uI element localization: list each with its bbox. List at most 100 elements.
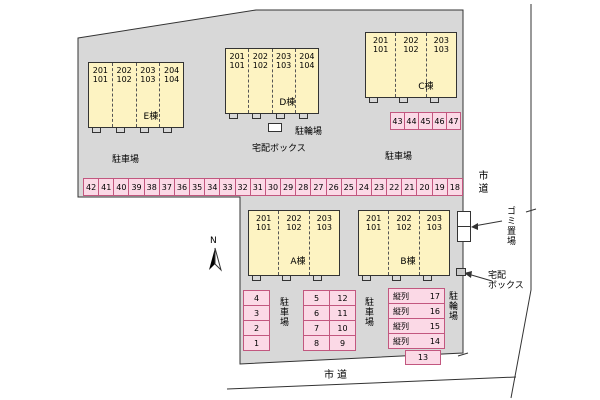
delivery-box-label-upper: 宅配ボックス: [252, 144, 306, 154]
tandem-parking-space: 縦列 15: [388, 318, 445, 334]
parking-space: 2: [243, 320, 270, 336]
parking-space: 5: [303, 290, 330, 306]
entrance-mark: [399, 97, 409, 103]
unit: 202 102: [111, 63, 136, 133]
parking-space: 23: [370, 178, 388, 196]
unit-number-2f: 201: [366, 214, 382, 223]
building-c: 201 101 202 102 203 103 C棟: [365, 32, 457, 103]
unit: 203 103: [271, 49, 295, 119]
parking-space: 1: [243, 335, 270, 351]
parking-col-1-4: 4 3 2 1: [243, 290, 270, 351]
tandem-label: 縦列: [393, 306, 409, 316]
unit-number-1f: 104: [299, 61, 315, 70]
parking-space: 34: [204, 178, 221, 196]
parking-space: 39: [128, 178, 145, 196]
garbage-area-icon: [457, 226, 471, 242]
unit: 201 101: [366, 33, 395, 103]
building-label: C棟: [418, 82, 434, 92]
unit-number-1f: 102: [116, 75, 132, 84]
garbage-leader-line: [473, 220, 503, 227]
parking-space: 29: [280, 178, 297, 196]
entrance-mark: [282, 275, 292, 281]
parking-grid-row: 7 10: [303, 320, 356, 336]
unit-number-1f: 101: [373, 45, 389, 54]
survey-tick: [457, 352, 469, 357]
delivery-box-icon: [268, 123, 282, 132]
parking-space: 9: [329, 335, 356, 351]
parking-space: 19: [431, 178, 448, 196]
tandem-label: 縦列: [393, 321, 409, 331]
parking-space: 28: [295, 178, 312, 196]
parking-grid-5-12: 5 12 6 11 7 10 8 9: [303, 290, 356, 351]
tandem-number: 14: [429, 336, 440, 346]
entrance-mark: [252, 275, 261, 281]
tandem-parking-space: 縦列 14: [388, 333, 445, 349]
parking-space: 22: [386, 178, 403, 196]
entrance-mark: [298, 113, 308, 119]
building-label: D棟: [279, 98, 296, 108]
parking-label-lower-left: 駐車場: [278, 297, 288, 327]
parking-tandem-rows: 縦列 17 縦列 16 縦列 15 縦列 14: [388, 288, 445, 349]
unit-number-1f: 104: [163, 75, 180, 84]
building-d: 201 101 202 102 203 103 204 104 D棟: [225, 48, 319, 119]
unit-number-2f: 202: [403, 36, 419, 45]
delivery-leader-arrowhead: [464, 271, 472, 278]
parking-space: 26: [325, 178, 342, 196]
entrance-mark: [422, 275, 432, 281]
entrance-mark: [312, 275, 322, 281]
parking-space: 44: [404, 112, 419, 130]
parking-space: 21: [401, 178, 418, 196]
parking-space: 7: [303, 320, 330, 336]
parking-space-13: 13: [405, 350, 441, 365]
building-label: B棟: [400, 257, 416, 267]
parking-space: 8: [303, 335, 330, 351]
unit: 203 103: [308, 211, 339, 281]
unit: 201 101: [89, 63, 112, 133]
tandem-parking-space: 縦列 17: [388, 288, 445, 304]
road-right-outer-line: [510, 4, 532, 399]
parking-space: 27: [310, 178, 327, 196]
entrance-mark: [362, 275, 371, 281]
parking-space: 24: [355, 178, 372, 196]
tandem-parking-space: 縦列 16: [388, 303, 445, 319]
road-label-right: 市道: [476, 170, 487, 196]
compass-north-label: N: [210, 236, 217, 246]
entrance-mark: [429, 97, 439, 103]
unit-number-1f: 103: [316, 223, 332, 232]
building-label: A棟: [290, 257, 306, 267]
parking-label-upper-right: 駐車場: [385, 152, 413, 162]
road-bottom-outer-line: [226, 376, 517, 390]
entrance-mark: [115, 127, 125, 133]
unit-number-1f: 103: [275, 61, 292, 70]
unit-number-1f: 103: [140, 75, 156, 84]
parking-label-lower-mid: 駐車場: [363, 297, 373, 327]
parking-label-upper-left: 駐車場: [112, 155, 140, 165]
unit-number-1f: 101: [229, 61, 245, 70]
parking-row-42-18: 42 41 40 39 38 37 36 35 34 33 32 31 30 2…: [83, 178, 463, 196]
parking-space: 25: [340, 178, 357, 196]
parking-space: 32: [234, 178, 251, 196]
parking-space: 42: [83, 178, 100, 196]
unit-number-2f: 203: [275, 52, 292, 61]
unit-number-1f: 102: [286, 223, 302, 232]
parking-row-43-47: 43 44 45 46 47: [390, 112, 461, 130]
unit-number-2f: 201: [92, 66, 109, 75]
garbage-leader-arrowhead: [471, 223, 478, 230]
unit: 204 104: [159, 63, 183, 133]
parking-space: 3: [243, 305, 270, 321]
entrance-mark: [229, 113, 238, 119]
parking-space: 47: [446, 112, 461, 130]
garbage-area-label: ゴミ置場: [505, 206, 515, 246]
entrance-mark: [139, 127, 149, 133]
unit-number-2f: 203: [316, 214, 332, 223]
delivery-box-icon: [456, 268, 466, 276]
unit-number-2f: 204: [163, 66, 180, 75]
entrance-mark: [275, 113, 285, 119]
delivery-box-label-right: 宅配 ボックス: [488, 271, 524, 291]
unit-number-2f: 201: [256, 214, 272, 223]
entrance-mark: [392, 275, 402, 281]
unit: 202 102: [388, 211, 418, 281]
tandem-number: 15: [429, 321, 440, 331]
unit-number-1f: 102: [396, 223, 412, 232]
parking-space: 33: [219, 178, 236, 196]
